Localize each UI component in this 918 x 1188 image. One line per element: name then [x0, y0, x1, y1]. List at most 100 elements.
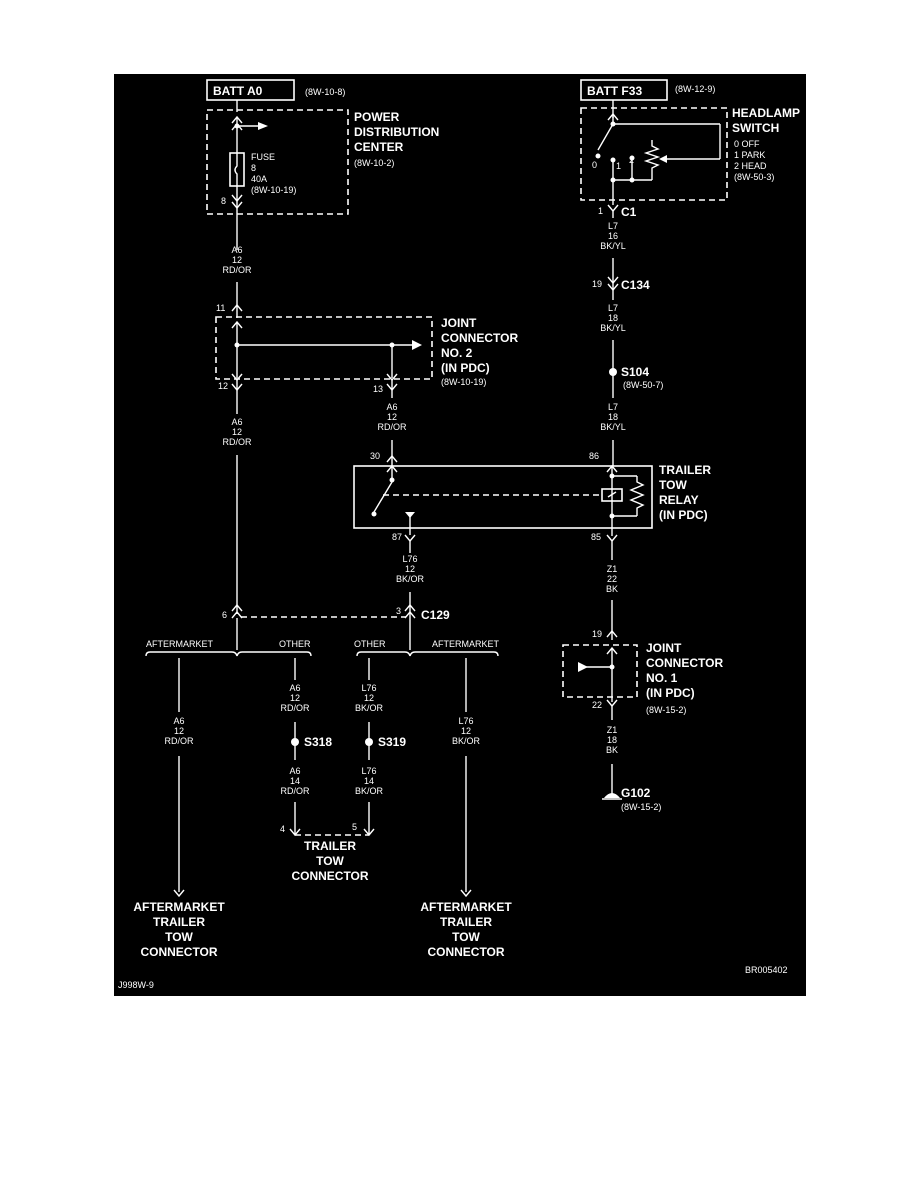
connector-symbol — [173, 889, 185, 898]
c129-label: C129 — [421, 608, 450, 622]
jc1-ref: (8W-15-2) — [646, 705, 686, 715]
splice-dot — [629, 177, 635, 183]
connector-symbol — [231, 194, 243, 210]
connector-symbol — [231, 603, 416, 619]
s104-label: S104 — [621, 365, 649, 379]
splice-dot — [389, 477, 395, 483]
pdc-box — [206, 109, 349, 215]
branch-bracket — [145, 651, 312, 657]
g102-label: G102 — [621, 786, 651, 800]
pin-number: 86 — [589, 451, 599, 461]
batt-a0-label: BATT A0 — [213, 84, 263, 98]
g102-ref: (8W-15-2) — [621, 802, 661, 812]
switch-contact-label: 1 — [616, 161, 621, 171]
branch-label-aftermarket: AFTERMARKET — [432, 639, 500, 649]
diagram-id: J998W-9 — [118, 980, 154, 990]
splice-dot-s319 — [365, 738, 373, 746]
branch-label-other: OTHER — [279, 639, 311, 649]
pin-number: 5 — [352, 822, 357, 832]
pin-number: 4 — [280, 824, 285, 834]
ground-tab — [405, 512, 415, 518]
connector-symbol — [460, 889, 472, 898]
c1-label: C1 — [621, 205, 637, 219]
resistor-symbol — [643, 140, 661, 180]
resistor-symbol — [629, 476, 645, 516]
relay-coil — [601, 488, 623, 502]
c134-label: C134 — [621, 278, 650, 292]
batt-f33-label: BATT F33 — [587, 84, 642, 98]
branch-label-aftermarket: AFTERMARKET — [146, 639, 214, 649]
jc2-ref: (8W-10-19) — [441, 377, 486, 387]
pin-number: 12 — [218, 381, 228, 391]
batt-f33-ref: (8W-12-9) — [675, 84, 715, 94]
pin-number: 19 — [592, 279, 602, 289]
pin-number: 30 — [370, 451, 380, 461]
pin-number: 85 — [591, 532, 601, 542]
headlamp-switch-arm — [597, 123, 614, 151]
ground-icon — [604, 793, 620, 798]
pin-number: 3 — [396, 606, 401, 616]
arrow-icon — [578, 662, 588, 672]
diagram-background — [114, 74, 806, 996]
relay-coil-mark — [607, 491, 617, 498]
headlamp-switch-box — [580, 107, 728, 201]
pin-number: 1 — [598, 206, 603, 216]
arrow-icon — [412, 340, 422, 350]
splice-dot — [610, 177, 616, 183]
relay-box — [353, 465, 653, 529]
pin-number: 19 — [592, 629, 602, 639]
batt-a0-box — [206, 79, 295, 101]
batt-a0-ref: (8W-10-8) — [305, 87, 345, 97]
arrow-icon — [258, 122, 268, 130]
pin-number: 22 — [592, 700, 602, 710]
branch-label-other: OTHER — [354, 639, 386, 649]
connector-symbol — [606, 629, 618, 638]
batt-f33-box — [580, 79, 668, 101]
relay-switch-arm — [373, 481, 393, 513]
pin-number: 8 — [221, 196, 226, 206]
splice-dot-s318 — [291, 738, 299, 746]
pdc-ref: (8W-10-2) — [354, 158, 394, 168]
switch-contact — [610, 157, 616, 163]
branch-bracket — [356, 651, 499, 657]
s104-ref: (8W-50-7) — [623, 380, 663, 390]
switch-contact — [595, 153, 601, 159]
s319-label: S319 — [378, 735, 406, 749]
connector-symbol — [231, 303, 243, 312]
s318-label: S318 — [304, 735, 332, 749]
switch-contact-label: 0 — [592, 160, 597, 170]
connector-symbol — [607, 276, 619, 292]
pin-number: 6 — [222, 610, 227, 620]
connector-symbol — [386, 454, 398, 463]
pin-number: 87 — [392, 532, 402, 542]
jc2-box — [215, 316, 433, 380]
fuse-element — [234, 153, 238, 186]
splice-dot-s104 — [609, 368, 617, 376]
arrow-icon — [659, 155, 667, 163]
